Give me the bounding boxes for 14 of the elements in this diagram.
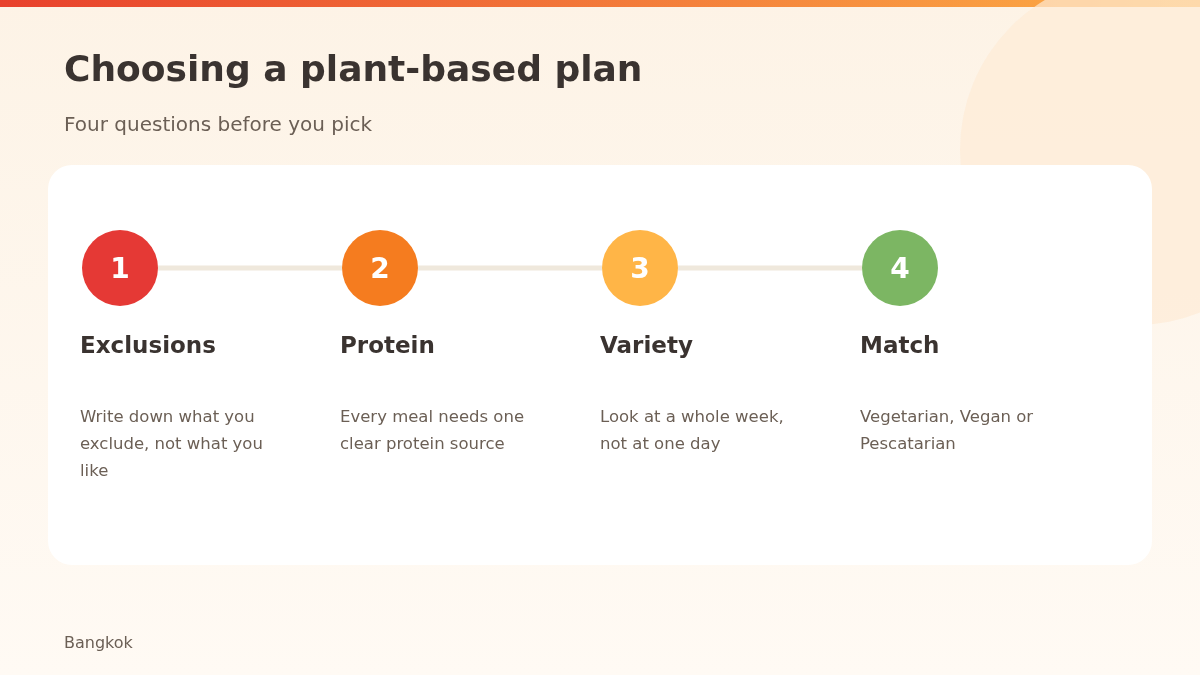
subtitle: Four questions before you pick	[64, 112, 373, 136]
step-description: Vegetarian, Vegan or Pescatarian	[860, 406, 1035, 455]
step-heading: Match	[860, 332, 940, 358]
step-description: Every meal needs one clear protein source	[340, 406, 526, 455]
location-text: Bangkok	[64, 633, 133, 652]
connector-line	[418, 265, 602, 271]
step-description: Look at a whole week, not at one day	[600, 406, 785, 455]
title: Choosing a plant-based plan	[64, 48, 643, 89]
step-description: Write down what you exclude, not what you like	[80, 406, 264, 482]
step-heading: Variety	[600, 332, 693, 358]
connector-line	[158, 265, 342, 271]
step-heading: Protein	[340, 332, 435, 358]
step-heading: Exclusions	[80, 332, 216, 358]
connector-line	[678, 265, 862, 271]
